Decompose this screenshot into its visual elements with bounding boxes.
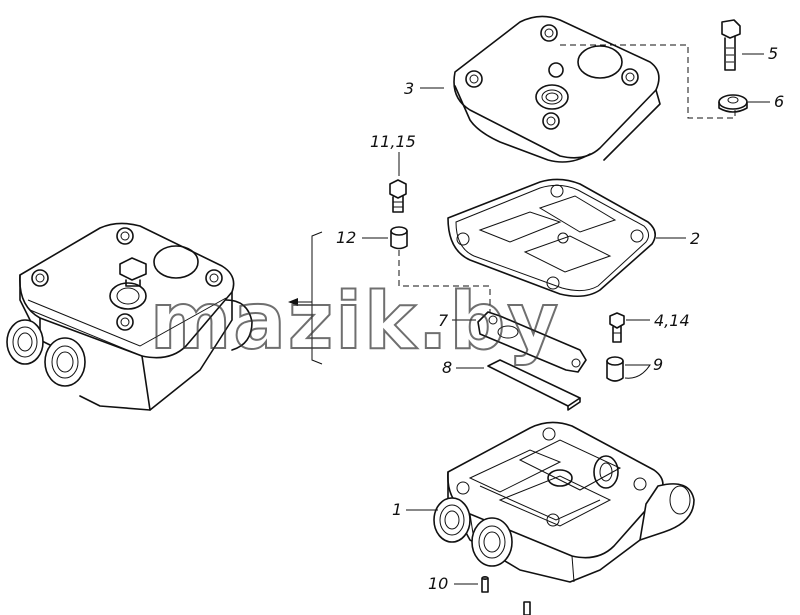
part-3-cylinder-cover — [453, 15, 661, 163]
callout-1: 1 — [392, 500, 402, 519]
callout-7: 7 — [438, 311, 449, 330]
callout-5: 5 — [768, 44, 778, 63]
group-bracket — [311, 231, 323, 365]
callout-2: 2 — [690, 229, 700, 248]
part-8-reed-strip — [487, 359, 581, 411]
part-5-bolt — [721, 19, 741, 71]
callout-6: 6 — [774, 92, 784, 111]
callout-11-15: 11,15 — [370, 132, 416, 151]
part-9-sleeve — [606, 356, 624, 382]
part-11-15-screw — [389, 179, 407, 213]
pin-bottom — [523, 601, 531, 615]
watermark: mazik.by — [150, 277, 560, 367]
callout-4-14: 4,14 — [654, 311, 690, 330]
part-6-washer — [718, 94, 748, 113]
part-4-14-screw — [609, 312, 625, 343]
callout-8: 8 — [442, 358, 452, 377]
assembly-line-3-5 — [560, 44, 736, 119]
callout-3: 3 — [404, 79, 414, 98]
leader-9 — [624, 364, 651, 379]
callout-10: 10 — [428, 574, 448, 593]
callout-9: 9 — [653, 355, 663, 374]
callout-12: 12 — [336, 228, 356, 247]
part-7-valve-plate — [477, 311, 587, 373]
part-2-gasket — [447, 178, 656, 298]
assembly-line-12-7 — [398, 250, 491, 312]
part-10-pin — [481, 576, 489, 593]
part-1-cylinder-head-body — [433, 421, 695, 583]
assembly-arrow-head — [288, 298, 298, 306]
part-12-sleeve — [390, 226, 408, 250]
assembled-cylinder-head — [6, 222, 253, 411]
